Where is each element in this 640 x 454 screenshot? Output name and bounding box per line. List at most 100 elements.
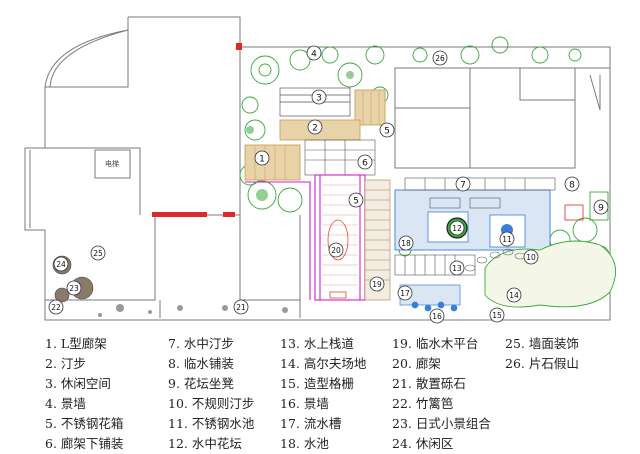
building-outline (24, 16, 611, 321)
legend-column-1: 1. L型廊架 2. 汀步 3. 休闲空间 4. 景墙 5. 不锈钢花箱 6. … (45, 334, 123, 454)
water-boardwalk (394, 254, 476, 276)
svg-text:13: 13 (452, 264, 462, 273)
plan-markers: 1 2 3 4 5 5 6 7 8 9 10 11 12 13 14 15 16… (48, 45, 609, 324)
legend-item: 13. 水上栈道 (280, 336, 354, 351)
legend-item: 11. 不锈钢水池 (168, 416, 255, 431)
svg-text:26: 26 (435, 54, 445, 63)
marker-21: 21 (233, 299, 249, 315)
legend-item: 5. 不锈钢花箱 (45, 416, 124, 431)
tree-canopy-fill (246, 71, 354, 201)
scattered-gravel (98, 304, 288, 317)
legend-item: 21. 散置砾石 (392, 376, 466, 391)
legend-item: 6. 廊架下铺装 (45, 436, 124, 451)
marker-12: 12 (449, 220, 465, 236)
legend-item: 7. 水中汀步 (168, 336, 234, 351)
red-deck-accent (564, 204, 584, 221)
red-wall-segment (152, 212, 207, 217)
legend-item: 17. 流水槽 (280, 416, 342, 431)
legend-item: 12. 水中花坛 (168, 436, 242, 451)
legend: 1. L型廊架 2. 汀步 3. 休闲空间 4. 景墙 5. 不锈钢花箱 6. … (0, 334, 640, 453)
legend-item: 22. 竹篱笆 (392, 396, 454, 411)
legend-item: 3. 休闲空间 (45, 376, 111, 391)
marker-20: 20 (328, 242, 344, 258)
golf-green (484, 240, 617, 308)
svg-text:20: 20 (331, 246, 341, 255)
svg-text:3: 3 (316, 94, 322, 104)
deck-planks (254, 90, 380, 180)
legend-column-2: 7. 水中汀步 8. 临水铺装 9. 花坛坐凳 10. 不规则汀步 11. 不锈… (168, 334, 254, 454)
marker-14: 14 (506, 287, 522, 303)
legend-item: 19. 临水木平台 (392, 336, 479, 351)
red-wall-segment (223, 212, 235, 217)
marker-25: 25 (90, 245, 106, 261)
svg-text:10: 10 (526, 253, 536, 262)
legend-item: 8. 临水铺装 (168, 356, 234, 371)
svg-text:7: 7 (460, 181, 466, 191)
marker-6: 6 (357, 154, 373, 170)
svg-text:4: 4 (311, 50, 317, 60)
marker-26: 26 (432, 50, 448, 66)
svg-text:12: 12 (452, 224, 462, 233)
marker-17: 17 (397, 285, 413, 301)
legend-item: 23. 日式小景组合 (392, 416, 491, 431)
svg-text:9: 9 (598, 204, 604, 214)
svg-text:6: 6 (362, 159, 368, 169)
svg-text:5: 5 (353, 197, 359, 207)
landscape-site-plan: 电梯 (24, 16, 617, 324)
flowing-water-channel (399, 284, 461, 312)
legend-item: 26. 片石假山 (505, 356, 579, 371)
svg-text:14: 14 (509, 291, 519, 300)
marker-9: 9 (593, 199, 609, 215)
marker-2: 2 (307, 119, 323, 135)
legend-item: 15. 造型格栅 (280, 376, 354, 391)
svg-text:23: 23 (69, 284, 79, 293)
marker-11: 11 (499, 231, 515, 247)
svg-text:24: 24 (56, 260, 66, 269)
marker-13: 13 (449, 260, 465, 276)
marker-1: 1 (254, 150, 270, 166)
marker-15: 15 (489, 307, 505, 323)
red-wall-segment (236, 43, 242, 50)
pool (394, 189, 551, 251)
legend-item: 18. 水池 (280, 436, 329, 451)
svg-text:8: 8 (569, 181, 575, 191)
svg-text:18: 18 (401, 239, 411, 248)
marker-4: 4 (306, 45, 322, 61)
marker-19: 19 (369, 276, 385, 292)
marker-5b: 5 (348, 192, 364, 208)
legend-column-3: 13. 水上栈道 14. 高尔夫场地 15. 造型格栅 16. 景墙 17. 流… (280, 334, 366, 454)
marker-3: 3 (311, 89, 327, 105)
house-footprint (394, 67, 611, 169)
svg-text:11: 11 (502, 235, 512, 244)
marker-7: 7 (455, 176, 471, 192)
legend-item: 10. 不规则汀步 (168, 396, 255, 411)
legend-item: 24. 休闲区 (392, 436, 454, 451)
legend-column-4: 19. 临水木平台 20. 廊架 21. 散置砾石 22. 竹篱笆 23. 日式… (392, 334, 491, 454)
legend-item: 9. 花坛坐凳 (168, 376, 234, 391)
marker-10: 10 (523, 249, 539, 265)
marker-23: 23 (66, 280, 82, 296)
legend-column-5: 25. 墙面装饰 26. 片石假山 (505, 334, 579, 374)
svg-text:15: 15 (492, 311, 502, 320)
svg-text:19: 19 (372, 280, 382, 289)
legend-item: 25. 墙面装饰 (505, 336, 579, 351)
legend-item: 20. 廊架 (392, 356, 441, 371)
svg-text:22: 22 (51, 303, 61, 312)
legend-item: 14. 高尔夫场地 (280, 356, 367, 371)
marker-18: 18 (398, 235, 414, 251)
elevator-label: 电梯 (105, 159, 119, 168)
svg-text:2: 2 (312, 124, 318, 134)
marker-24: 24 (53, 256, 69, 272)
svg-text:17: 17 (400, 289, 410, 298)
svg-text:16: 16 (432, 312, 442, 321)
legend-item: 16. 景墙 (280, 396, 329, 411)
svg-text:21: 21 (236, 303, 246, 312)
marker-16: 16 (429, 308, 445, 324)
pergola-furniture (327, 219, 349, 299)
marker-22: 22 (48, 299, 64, 315)
svg-text:5: 5 (384, 127, 390, 137)
water-stepping-stones (404, 177, 556, 191)
marker-8: 8 (564, 176, 580, 192)
marker-5: 5 (379, 122, 395, 138)
svg-text:25: 25 (93, 249, 103, 258)
